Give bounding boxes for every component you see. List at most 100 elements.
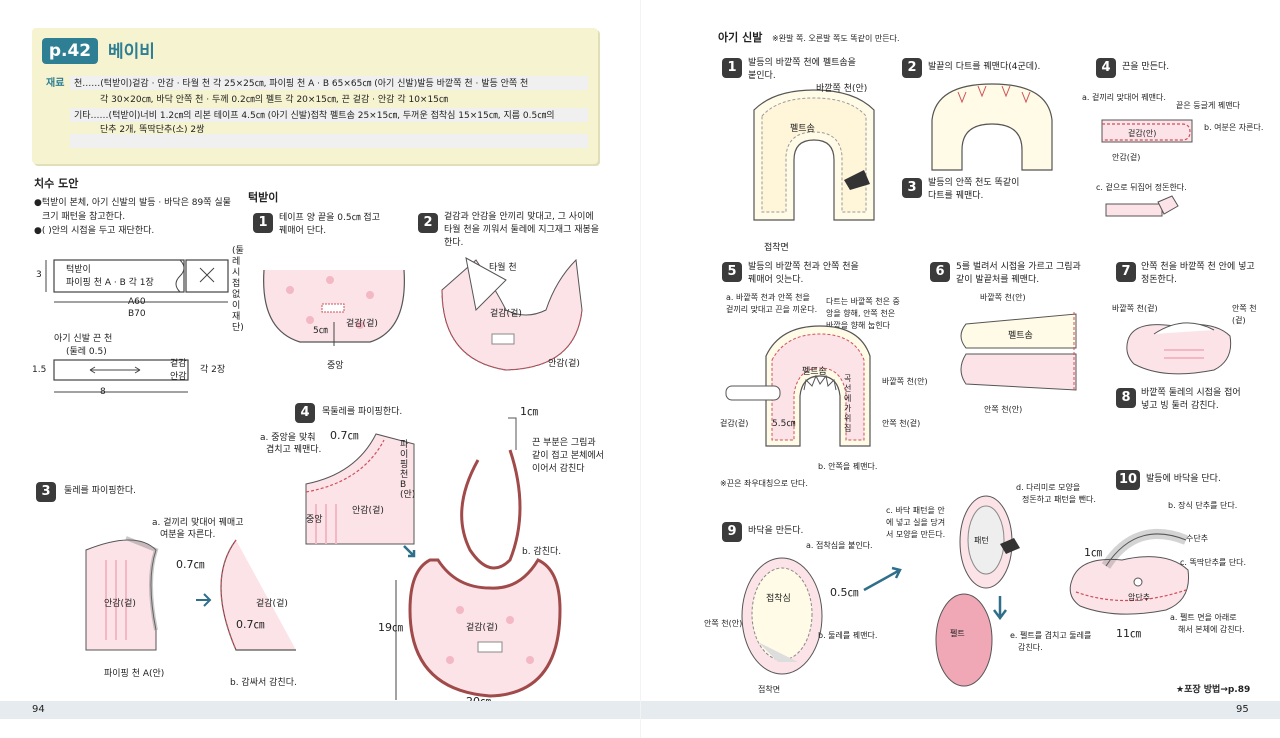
r-step5-note1: 다트는 바깥쪽 천은 중 [826, 297, 900, 306]
strap-title: 아기 신발 끈 천 [54, 334, 113, 344]
step2-towel: 타월 천 [489, 263, 517, 273]
r-step3-number: 3 [902, 178, 922, 198]
r-step9-text: 바닥을 만든다. [748, 526, 804, 536]
materials-line1: 천……(턱받이)겉감 · 안감 · 타월 천 각 25×25㎝, 파이핑 천 A… [74, 79, 529, 89]
strap-outer: 겉감 [170, 359, 187, 369]
step3-piping: 파이핑 천 A(안) [104, 669, 165, 679]
r-step9-iface2: 접착면 [758, 685, 781, 694]
r-step5-outer-face: 겉감(겉) [720, 419, 749, 428]
step4-text: 목둘레를 파이핑한다. [322, 407, 403, 417]
r-step9-number: 9 [722, 522, 742, 542]
r-step9-e2: 감친다. [1018, 643, 1043, 652]
step1-5cm: 5㎝ [313, 326, 328, 336]
r-step4-text: 끈을 만든다. [1122, 62, 1170, 72]
page-ref-badge: p.42 [42, 38, 98, 64]
step4-b: b. 감친다. [522, 547, 562, 557]
step4-a2: 겹치고 꿰맨다. [266, 445, 322, 455]
r-step7-outer: 바깥쪽 천(겉) [1112, 304, 1158, 313]
step2-number: 2 [418, 213, 438, 233]
r-step1-text1: 발등의 바깥쪽 천에 펠트솜을 [748, 58, 856, 68]
step3-outer: 겉감(겉) [256, 599, 288, 609]
step4-end1: 끈 부분은 그림과 [532, 438, 596, 448]
r-step4-b: b. 여분은 자른다. [1204, 123, 1264, 132]
r-step9-c1: c. 바닥 패턴을 안 [886, 506, 945, 515]
step3-b: b. 감싸서 감친다. [230, 678, 297, 688]
r-step2-number: 2 [902, 58, 922, 78]
step4-19: 19㎝ [378, 621, 403, 634]
diagram-title: 치수 도안 [34, 177, 79, 190]
r-step10-b: b. 장식 단추를 단다. [1168, 501, 1238, 510]
r-step9-d1: d. 다리미로 모양을 [1016, 483, 1081, 492]
step2-text3: 한다. [444, 238, 464, 248]
band-3 [70, 134, 588, 148]
strap-margin: (둘레 0.5) [66, 347, 107, 357]
step2-text2: 타월 천을 끼워서 둘레에 지그재그 재봉을 [444, 225, 600, 235]
strap-each2: 각 2장 [200, 365, 226, 375]
r-step5-a1: a. 바깥쪽 천과 안쪽 천을 [726, 293, 810, 302]
r-step9-inner: 안쪽 천(안) [704, 619, 743, 628]
r-step10-c: c. 똑딱단추를 단다. [1180, 558, 1247, 567]
r-step5-outer-in: 바깥쪽 천(안) [882, 377, 928, 386]
r-step5-curve: 곡선에 가위집 [844, 374, 852, 433]
step3-text: 둘레를 파이핑한다. [64, 486, 136, 496]
rect-label2: 파이핑 천 A · B 각 1장 [66, 278, 154, 288]
step4-end2: 같이 접고 본체에서 [532, 451, 604, 461]
r-step9-a: a. 접착심을 붙인다. [806, 541, 873, 550]
step4-piping: 파이핑 천 B(안) [400, 440, 416, 500]
step4-number: 4 [295, 403, 315, 423]
shoes-title: 아기 신발 [718, 31, 763, 44]
strap-inner: 안감 [170, 372, 187, 382]
r-step4-round: 끝은 둥글게 꿰맨다 [1176, 101, 1240, 110]
band-1 [70, 76, 588, 90]
r-step5-note3: 바깥을 향해 눕힌다 [826, 321, 890, 330]
r-step7-number: 7 [1116, 262, 1136, 282]
materials-header: p.42 베이비 재료 천……(턱받이)겉감 · 안감 · 타월 천 각 25×… [32, 28, 598, 164]
footer-ref: ★포장 방법→p.89 [1176, 685, 1251, 695]
r-step10-a1: a. 펠트 면을 아래로 [1170, 613, 1237, 622]
r-step10-11: 11㎝ [1116, 627, 1141, 640]
r-step6-outer: 바깥쪽 천(안) [980, 293, 1026, 302]
r-step5-55: 5.5㎝ [772, 419, 796, 429]
r-step6-number: 6 [930, 262, 950, 282]
r-step1-felt: 펠트솜 [790, 124, 815, 134]
step1-text2: 꿰매어 단다. [279, 226, 327, 236]
r-step5-felt: 펠트솜 [802, 367, 827, 377]
diagram-note1b: 크기 패턴을 참고한다. [42, 212, 126, 222]
r-step5-note2: 앙을 향해, 안쪽 천은 [826, 309, 896, 318]
step4-end3: 이어서 감친다 [532, 464, 585, 474]
r-step6-inner: 안쪽 천(안) [984, 405, 1023, 414]
r-step5-a2: 겉끼리 맞대고 끈을 끼운다. [726, 305, 818, 314]
step3-07a: 0.7㎝ [176, 558, 205, 571]
r-step3-text2: 다트를 꿰맨다. [928, 191, 984, 201]
step3-inner: 안감(겉) [104, 599, 136, 609]
dim-8: 8 [100, 387, 106, 397]
r-step10-female: 암단추 [1128, 593, 1151, 602]
r-step5-number: 5 [722, 262, 742, 282]
left-page-bar [0, 701, 640, 719]
r-step5-text2: 꿰매어 잇는다. [748, 275, 804, 285]
step4-outer2: 겉감(겉) [466, 623, 498, 633]
r-step1-drawing [753, 89, 875, 221]
r-step10-text: 발등에 바닥을 단다. [1146, 474, 1221, 484]
band-2 [70, 108, 588, 122]
r-step9-b: b. 둘레를 꿰맨다. [818, 631, 878, 640]
bib-cutting-rect [45, 259, 229, 303]
r-step1-outer: 바깥쪽 천(안) [816, 84, 868, 94]
r-step9-pattern-label: 패턴 [974, 536, 989, 545]
r-step9-pattern [959, 495, 1020, 589]
r-step1-iface: 접착면 [764, 243, 789, 253]
r-step5-b: b. 안쪽을 꿰맨다. [818, 462, 878, 471]
step4-1cm: 1㎝ [520, 405, 538, 418]
materials-line3: 기타……(턱받이)너비 1.2㎝의 리본 테이프 4.5㎝ (아기 신발)접착 … [74, 111, 555, 121]
r-step9-interface: 접착심 [766, 594, 791, 604]
r-step7-drawing [1126, 322, 1232, 375]
diagram-note1: ●턱받이 본체, 아기 신발의 발등 · 바닥은 89쪽 실물 [34, 198, 231, 208]
r-step4-a: a. 겉끼리 맞대어 꿰맨다. [1082, 93, 1166, 102]
r-step6-drawing [960, 312, 1077, 392]
r-step2-text: 발끝의 다트를 꿰맨다(4군데). [928, 62, 1041, 72]
materials-line2: 각 30×20㎝, 바닥 안쪽 천 · 두께 0.2㎝의 펠트 각 20×15㎝… [100, 95, 448, 105]
dim-a60: A60 [128, 297, 146, 307]
step4-bib-drawing [395, 417, 562, 707]
r-step2-drawing [931, 83, 1053, 171]
step2-drawing [441, 257, 583, 371]
